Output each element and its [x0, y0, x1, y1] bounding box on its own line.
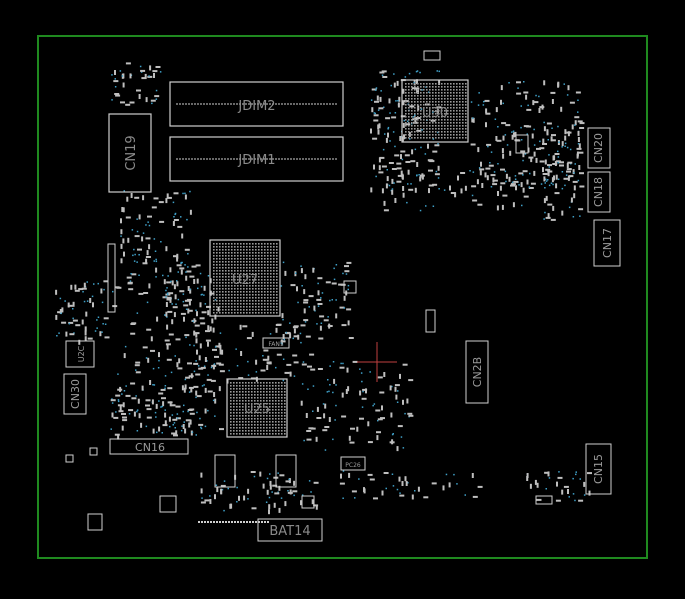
- small-components: [55, 62, 592, 515]
- pc26-label: PC26: [345, 462, 361, 469]
- cn2b-connector[interactable]: CN2B: [465, 340, 489, 404]
- cn15-connector[interactable]: CN15: [585, 443, 612, 495]
- cn15-label: CN15: [592, 454, 605, 484]
- cn16-connector[interactable]: CN16: [109, 438, 189, 455]
- cn18-label: CN18: [592, 177, 605, 207]
- inductor-b[interactable]: [275, 454, 297, 488]
- u30-label: U30: [422, 106, 448, 121]
- cn16-label: CN16: [135, 441, 165, 454]
- cn30-label: CN30: [69, 379, 82, 409]
- part-square-8[interactable]: [535, 495, 553, 505]
- bat14-connector[interactable]: BAT14: [198, 518, 323, 542]
- fan1-connector[interactable]: FAN1: [262, 337, 290, 349]
- cn19-connector[interactable]: CN19: [108, 113, 152, 193]
- u30-chip[interactable]: U30: [401, 79, 469, 143]
- cn19-label: CN19: [124, 135, 139, 170]
- small-part-top[interactable]: [423, 50, 441, 61]
- bat14-label: BAT14: [269, 524, 310, 539]
- part-square-6[interactable]: [425, 309, 436, 333]
- part-square-3[interactable]: [65, 454, 74, 463]
- u27-label: U27: [232, 273, 258, 288]
- cn17-label: CN17: [601, 228, 614, 258]
- cn18-connector[interactable]: CN18: [587, 171, 611, 213]
- cn17-connector[interactable]: CN17: [593, 219, 621, 267]
- small-part-u[interactable]: [515, 134, 529, 154]
- board-outline: [37, 35, 648, 559]
- cn30-connector[interactable]: CN30: [63, 373, 87, 415]
- u25-label: U25: [244, 402, 270, 417]
- cn2b-label: CN2B: [471, 357, 484, 387]
- cn20-connector[interactable]: CN20: [587, 127, 611, 169]
- crosshair-cursor: [357, 342, 397, 382]
- part-square-7[interactable]: [301, 495, 315, 509]
- jdim1-label: JDIM1: [237, 153, 275, 168]
- part-square-2[interactable]: [87, 513, 103, 531]
- jdim2-slot[interactable]: JDIM2: [169, 81, 344, 127]
- u25-chip[interactable]: U25: [226, 378, 288, 438]
- left-strip-connector[interactable]: [107, 243, 116, 313]
- jdim1-slot[interactable]: JDIM1: [169, 136, 344, 182]
- u2c-label: U2C: [77, 345, 86, 362]
- u2c-part[interactable]: U2C: [65, 340, 95, 368]
- part-square-5[interactable]: [343, 280, 357, 294]
- part-square-1[interactable]: [159, 495, 177, 513]
- inductor-a[interactable]: [214, 454, 236, 488]
- part-square-4[interactable]: [89, 447, 98, 456]
- pc26-part[interactable]: PC26: [340, 456, 366, 471]
- jdim2-label: JDIM2: [237, 99, 275, 114]
- u27-chip[interactable]: U27: [209, 239, 281, 317]
- fan1-label: FAN1: [268, 341, 283, 348]
- cn20-label: CN20: [592, 133, 605, 163]
